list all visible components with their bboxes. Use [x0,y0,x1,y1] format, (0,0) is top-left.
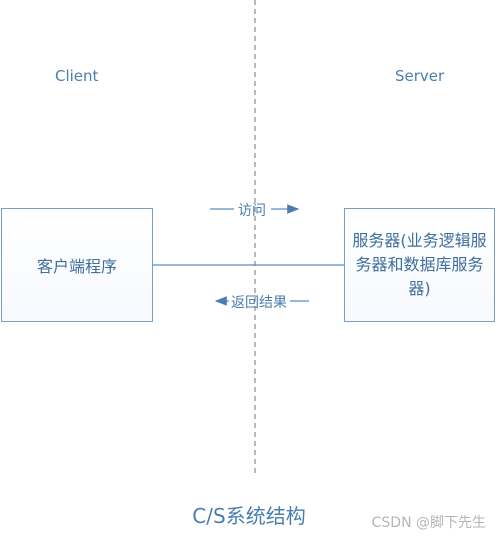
server-label: Server [395,67,445,85]
client-label: Client [55,67,99,85]
csdn-watermark: CSDN @脚下先生 [371,515,486,531]
return-arrow-label: 返回结果 [231,295,287,311]
client-program-label: 客户端程序 [36,257,117,276]
diagram-title: C/S系统结构 [192,504,306,528]
visit-arrow-label: 访问 [238,203,266,219]
client-program-box: 客户端程序 [1,208,153,322]
server-label-text: 服务器(业务逻辑服务器和数据库服务器) [352,231,487,298]
server-box: 服务器(业务逻辑服务器和数据库服务器) [344,208,495,322]
